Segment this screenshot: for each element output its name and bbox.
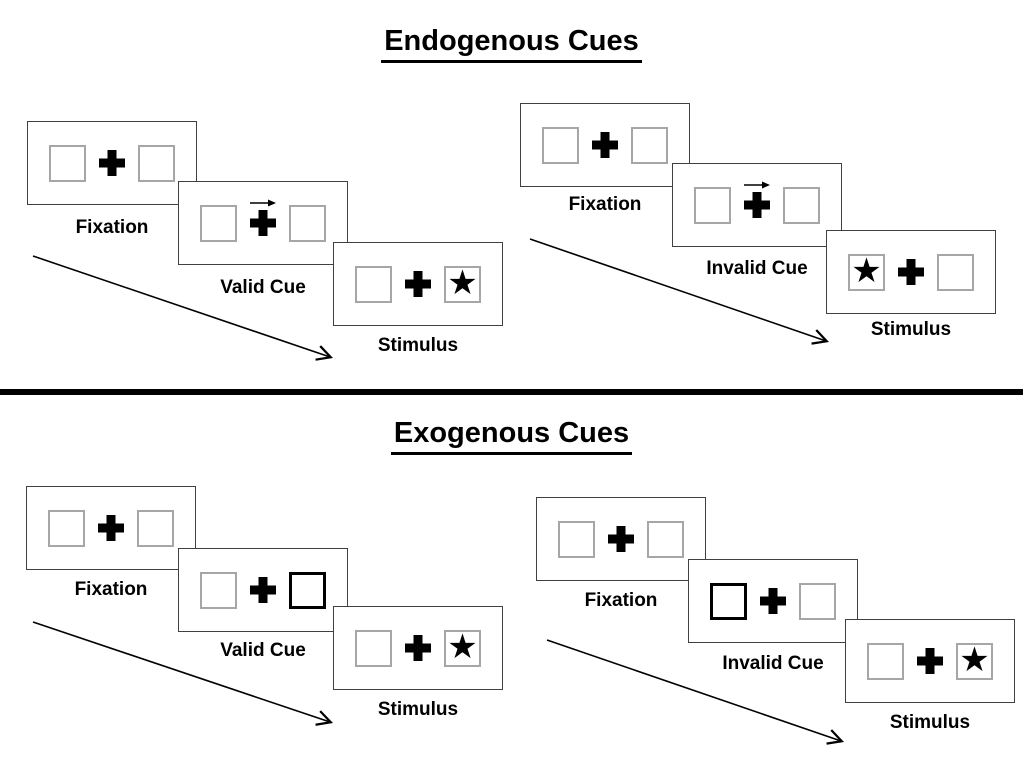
left-placeholder-box xyxy=(200,204,237,242)
right-placeholder-box: ★ xyxy=(444,263,481,303)
cue-arrow-icon xyxy=(250,199,276,207)
right-placeholder-box: ★ xyxy=(444,627,481,667)
star-icon: ★ xyxy=(447,627,478,667)
frame-stimulus: ★ xyxy=(826,230,996,314)
star-icon: ★ xyxy=(959,640,990,680)
right-placeholder-box xyxy=(937,253,974,291)
frame-label-valid-cue: Valid Cue xyxy=(220,277,306,298)
left-placeholder-box xyxy=(867,642,904,680)
frame-label-fixation: Fixation xyxy=(74,579,148,600)
frame-invalid-cue xyxy=(672,163,842,247)
left-placeholder-box xyxy=(48,509,85,547)
cue-arrow-icon xyxy=(744,181,770,189)
right-placeholder-box xyxy=(631,126,668,164)
right-placeholder-box: ★ xyxy=(956,640,993,680)
frame-stimulus: ★ xyxy=(333,242,503,326)
left-placeholder-box xyxy=(558,520,595,558)
left-placeholder-box xyxy=(200,571,237,609)
frame-stimulus: ★ xyxy=(845,619,1015,703)
right-placeholder-box xyxy=(799,582,836,620)
star-icon: ★ xyxy=(447,263,478,303)
fixation-cross-icon xyxy=(250,199,276,236)
timeline-arrow xyxy=(32,255,341,366)
right-placeholder-box xyxy=(138,144,175,182)
fixation-cross-icon xyxy=(592,132,618,158)
section-divider xyxy=(0,389,1023,395)
left-placeholder-box xyxy=(355,629,392,667)
highlighted-cue-box xyxy=(289,571,326,609)
left-placeholder-box xyxy=(542,126,579,164)
frame-label-invalid-cue: Invalid Cue xyxy=(706,258,808,279)
star-icon: ★ xyxy=(851,251,882,291)
frame-stimulus: ★ xyxy=(333,606,503,690)
left-placeholder-box xyxy=(355,265,392,303)
endogenous-title-text: Endogenous Cues xyxy=(381,25,642,63)
left-placeholder-box: ★ xyxy=(848,251,885,291)
frame-fixation xyxy=(536,497,706,581)
frame-label-stimulus: Stimulus xyxy=(889,712,971,733)
frame-valid-cue xyxy=(178,548,348,632)
frame-fixation xyxy=(27,121,197,205)
fixation-cross-icon xyxy=(99,150,125,176)
frame-label-stimulus: Stimulus xyxy=(377,699,459,720)
fixation-cross-icon xyxy=(405,635,431,661)
right-placeholder-box xyxy=(137,509,174,547)
right-placeholder-box xyxy=(783,186,820,224)
frame-label-fixation: Fixation xyxy=(568,194,642,215)
fixation-cross-icon xyxy=(917,648,943,674)
fixation-cross-icon xyxy=(405,271,431,297)
frame-fixation xyxy=(520,103,690,187)
timeline-arrow xyxy=(546,639,853,750)
right-placeholder-box xyxy=(289,204,326,242)
frame-label-fixation: Fixation xyxy=(75,217,149,238)
frame-label-stimulus: Stimulus xyxy=(870,319,952,340)
left-placeholder-box xyxy=(694,186,731,224)
endogenous-section-title: Endogenous Cues xyxy=(0,25,1023,63)
fixation-cross-icon xyxy=(98,515,124,541)
frame-label-valid-cue: Valid Cue xyxy=(220,640,306,661)
frame-label-invalid-cue: Invalid Cue xyxy=(722,653,824,674)
fixation-cross-icon xyxy=(898,259,924,285)
fixation-cross-icon xyxy=(608,526,634,552)
fixation-cross-icon xyxy=(760,588,786,614)
frame-label-stimulus: Stimulus xyxy=(377,335,459,356)
highlighted-cue-box xyxy=(710,582,747,620)
fixation-cross-icon xyxy=(744,181,770,218)
timeline-arrow xyxy=(32,621,341,732)
exogenous-section-title: Exogenous Cues xyxy=(0,417,1023,455)
timeline-arrow xyxy=(529,238,838,351)
exogenous-title-text: Exogenous Cues xyxy=(390,417,633,455)
fixation-cross-icon xyxy=(250,577,276,603)
left-placeholder-box xyxy=(49,144,86,182)
right-placeholder-box xyxy=(647,520,684,558)
frame-label-fixation: Fixation xyxy=(584,590,658,611)
frame-fixation xyxy=(26,486,196,570)
frame-valid-cue xyxy=(178,181,348,265)
frame-invalid-cue xyxy=(688,559,858,643)
